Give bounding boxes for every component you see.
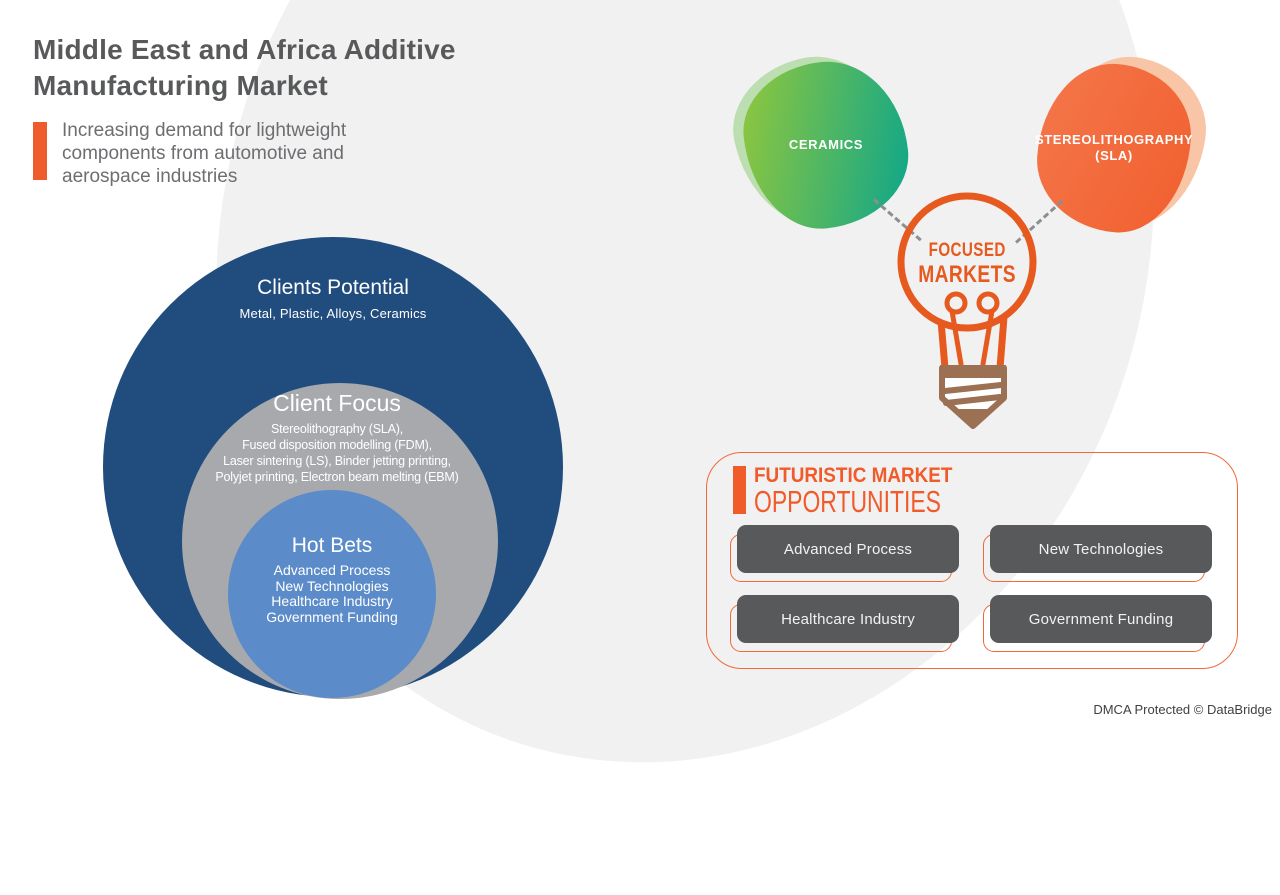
hot-bets-item: Advanced Process — [273, 562, 391, 578]
node-stereolithography: STEREOLITHOGRAPHY (SLA) — [1032, 46, 1217, 238]
node-ceramics: CERAMICS — [720, 41, 916, 239]
client-focus-item: Stereolithography (SLA), — [270, 422, 404, 436]
opportunity-chip-new-technologies: New Technologies — [983, 525, 1212, 582]
client-focus-item: Laser sintering (LS), Binder jetting pri… — [223, 454, 451, 468]
node-ceramics-label: CERAMICS — [788, 137, 864, 152]
subtitle-text: Increasing demand for lightweight compon… — [62, 120, 347, 187]
lightbulb-icon — [897, 192, 1037, 429]
hot-bets-list: Advanced Process New Technologies Health… — [132, 562, 532, 625]
chip-label: Healthcare Industry — [737, 595, 959, 643]
opportunities-accent-bar — [733, 466, 746, 514]
chip-label: Advanced Process — [737, 525, 959, 573]
opportunity-chip-government-funding: Government Funding — [983, 595, 1212, 652]
clients-potential-title: Clients Potential — [257, 276, 409, 299]
dmca-watermark: DMCA Protected © DataBridge — [1093, 702, 1272, 717]
opportunities-heading-line1: FUTURISTIC MARKET — [754, 464, 953, 487]
page-title: Middle East and Africa Additive Manufact… — [33, 32, 553, 104]
client-focus-item: Fused disposition modelling (FDM), — [242, 438, 432, 452]
chip-label: New Technologies — [990, 525, 1212, 573]
hot-bets-item: Government Funding — [266, 608, 398, 625]
accent-bar — [33, 122, 47, 180]
opportunities-panel: FUTURISTIC MARKET OPPORTUNITIES Advanced… — [706, 452, 1238, 669]
focused-markets-line2: MARKETS — [918, 261, 1016, 288]
hot-bets-item: New Technologies — [275, 577, 389, 594]
focused-markets-label: FOCUSED MARKETS — [890, 241, 1044, 287]
client-focus-item: Polyjet printing, Electron beam melting … — [215, 470, 459, 484]
page-title-line2: Manufacturing Market — [33, 70, 328, 101]
client-focus-list: Stereolithography (SLA), Fused dispositi… — [137, 421, 537, 485]
circle-hot-bets — [228, 490, 436, 698]
node-stereolithography-label: STEREOLITHOGRAPHY (SLA) — [1034, 132, 1194, 163]
client-focus-title: Client Focus — [273, 390, 401, 416]
clients-potential-description: Metal, Plastic, Alloys, Ceramics — [239, 306, 427, 321]
focused-markets-line1: FOCUSED — [928, 240, 1006, 261]
opportunity-chip-healthcare-industry: Healthcare Industry — [730, 595, 959, 652]
opportunity-chip-advanced-process: Advanced Process — [730, 525, 959, 582]
hot-bets-title: Hot Bets — [291, 534, 373, 557]
infographic-stage: Middle East and Africa Additive Manufact… — [33, 0, 1280, 895]
hot-bets-item: Healthcare Industry — [271, 593, 393, 609]
page-title-line1: Middle East and Africa Additive — [33, 34, 456, 65]
chip-label: Government Funding — [990, 595, 1212, 643]
opportunities-heading-line2: OPPORTUNITIES — [754, 484, 941, 519]
